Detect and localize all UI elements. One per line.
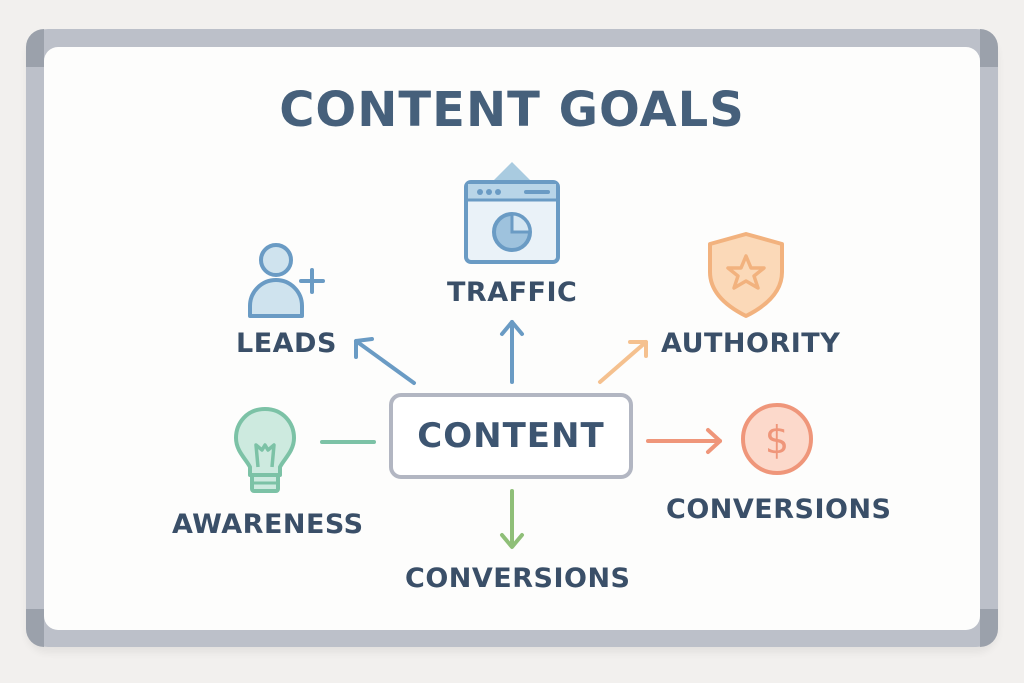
frame-corner [980, 29, 998, 67]
goal-label-leads: LEADS [236, 328, 337, 359]
goal-label-traffic: TRAFFIC [447, 277, 578, 308]
arrow-right-icon [646, 428, 722, 454]
svg-text:$: $ [765, 418, 789, 462]
lightbulb-icon [234, 407, 296, 493]
frame-corner [26, 29, 44, 67]
goal-label-conversions-bottom: CONVERSIONS [405, 563, 631, 594]
arrow-up-icon [500, 320, 524, 384]
dollar-coin-icon: $ [741, 403, 813, 475]
goal-label-conversions-right: CONVERSIONS [666, 494, 892, 525]
shield-star-icon [708, 232, 784, 318]
goal-label-authority: AUTHORITY [661, 328, 841, 359]
goal-label-awareness: AWARENESS [172, 509, 364, 540]
browser-pie-chart-icon [464, 162, 560, 264]
center-label: CONTENT [417, 416, 605, 456]
connector-line-icon [320, 440, 376, 444]
arrow-up-right-icon [598, 340, 648, 384]
center-content-box: CONTENT [389, 393, 633, 479]
add-user-icon [248, 243, 325, 318]
frame-corner [980, 609, 998, 647]
arrow-up-left-icon [354, 337, 416, 385]
diagram-title: CONTENT GOALS [279, 82, 745, 138]
frame-corner [26, 609, 44, 647]
arrow-down-icon [500, 489, 524, 549]
